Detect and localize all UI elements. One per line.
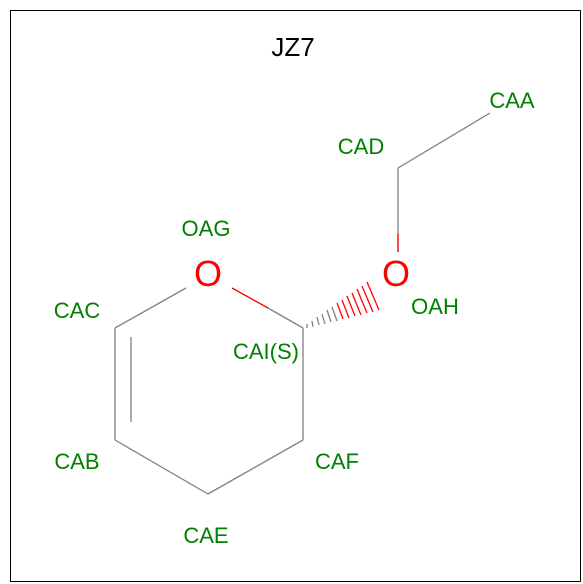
oxygen-symbol-oah: O — [382, 253, 410, 294]
bond-cae-caf — [207, 439, 304, 495]
stereo-hash-bond-cai-oah — [306, 281, 380, 328]
atom-label-caf: CAF — [315, 449, 359, 474]
bonds — [114, 112, 491, 495]
molecule-title: JZ7 — [271, 32, 314, 62]
bond-cai-oag-gray — [267, 307, 304, 329]
atom-label-cae: CAE — [183, 523, 228, 548]
bond-cab-cae — [114, 439, 209, 495]
bond-oag-cac — [114, 287, 187, 329]
atom-label-cai: CAI(S) — [233, 339, 299, 364]
atom-label-cad: CAD — [338, 134, 384, 159]
atom-label-cab: CAB — [54, 449, 99, 474]
bond-caa-cad — [397, 112, 491, 169]
atom-label-caa: CAA — [489, 88, 535, 113]
bond-cai-oag-red — [231, 287, 269, 309]
atom-label-cac: CAC — [54, 298, 101, 323]
molecule-diagram-frame — [10, 10, 581, 582]
oxygen-symbol-oag: O — [194, 253, 222, 294]
atom-label-oah: OAH — [411, 294, 459, 319]
atom-label-oag: OAG — [182, 216, 231, 241]
